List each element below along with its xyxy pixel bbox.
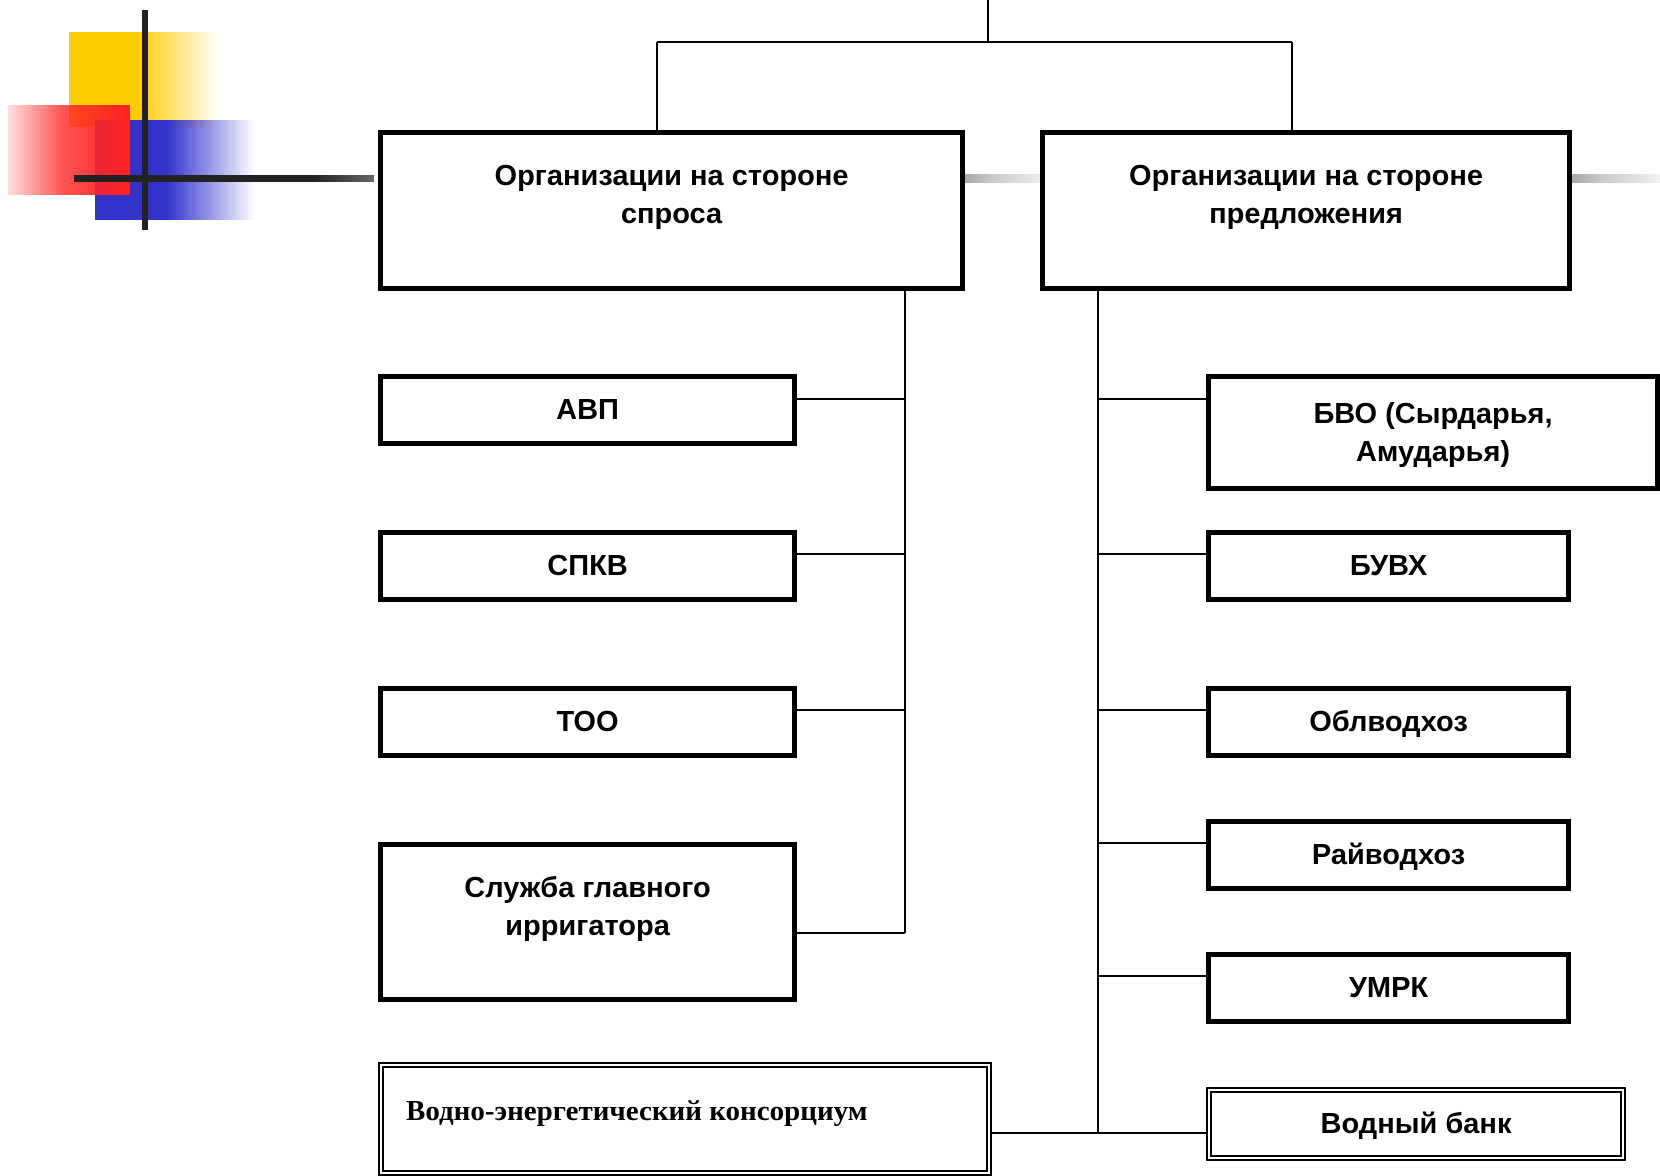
demand-item-box: Служба главного ирригатора [378,842,797,1002]
water-bank-label: Водный банк [1320,1108,1512,1140]
supply-item-box: БВО (Сырдарья, Амударья) [1206,374,1660,491]
demand-header-box: Организации на стороне спроса [378,130,965,291]
supply-item-label: Облводхоз [1309,706,1468,738]
water-bank-box: Водный банк [1206,1087,1626,1161]
demand-item-label: АВП [556,394,619,426]
slide-logo [0,0,374,240]
demand-item-box: АВП [378,374,797,446]
demand-item-box: ТОО [378,686,797,758]
header-bar-right [1560,174,1660,183]
supply-header-box: Организации на стороне предложения [1040,130,1572,291]
consortium-label: Водно-энергетический консорциум [406,1095,868,1127]
demand-item-label: ТОО [556,706,619,738]
consortium-box: Водно-энергетический консорциум [378,1062,992,1176]
header-bar-middle [955,174,1045,183]
supply-item-label: Райводхоз [1311,839,1466,871]
demand-item-label: Служба главного ирригатора [464,872,711,942]
supply-item-label: БУВХ [1349,550,1428,582]
supply-item-box: Облводхоз [1206,686,1571,758]
logo-vertical-line [142,10,148,230]
supply-item-label: БВО (Сырдарья, Амударья) [1313,397,1553,468]
supply-item-label: УМРК [1348,972,1429,1004]
supply-header-label: Организации на стороне предложения [1129,160,1483,230]
supply-item-box: УМРК [1206,952,1571,1024]
demand-header-label: Организации на стороне спроса [494,160,849,230]
logo-horizontal-line [74,175,374,182]
supply-item-box: Райводхоз [1206,819,1571,891]
supply-item-box: БУВХ [1206,530,1571,602]
demand-item-label: СПКВ [547,550,628,582]
demand-item-box: СПКВ [378,530,797,602]
